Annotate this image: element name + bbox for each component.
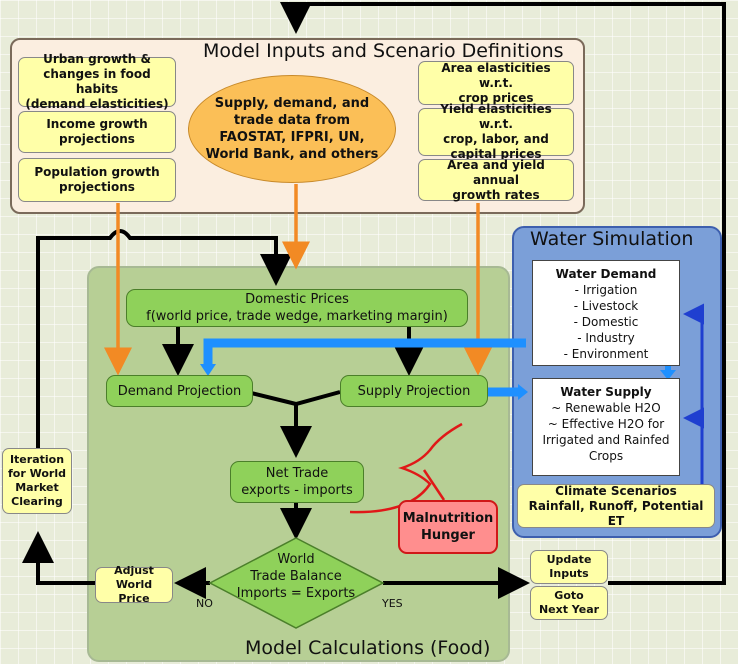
- yield-elasticities-line-1: Yield elasticities w.r.t.: [440, 102, 552, 131]
- urban-growth-line-1: Urban growth &: [43, 52, 151, 66]
- iteration-box: Iteration for World Market Clearing: [2, 448, 72, 514]
- demand-projection-label: Demand Projection: [117, 383, 242, 399]
- supply-projection-box: Supply Projection: [340, 375, 488, 407]
- malnutrition-hunger-box: Malnutrition Hunger: [398, 500, 498, 554]
- iteration-line-2: for World: [8, 467, 66, 480]
- iteration-line-3: Market: [15, 481, 59, 494]
- update-inputs-line-1: Update: [546, 553, 592, 566]
- urban-growth-line-3: (demand elasticities): [25, 97, 169, 111]
- area-yield-growth-line-1: Area and yield annual: [447, 157, 545, 187]
- goto-next-year-line-1: Goto: [554, 589, 584, 602]
- trade-balance-label: World Trade Balance Imports = Exports: [216, 551, 376, 602]
- data-source-line-1: Supply, demand, and: [214, 96, 370, 111]
- trade-balance-line-3: Imports = Exports: [236, 586, 356, 601]
- income-growth-box: Income growth projections: [18, 111, 176, 153]
- water-demand-feedback-arrow: [203, 338, 526, 366]
- domestic-prices-formula: f(world price, trade wedge, marketing ma…: [146, 309, 448, 324]
- population-growth-box: Population growth projections: [18, 158, 176, 202]
- yield-elasticities-box: Yield elasticities w.r.t. crop, labor, a…: [418, 102, 574, 161]
- income-growth-line-2: projections: [59, 132, 135, 146]
- next-year-loop-line: [280, 2, 726, 585]
- iteration-line-1: Iteration: [9, 453, 65, 466]
- water-simulation-title: Water Simulation: [530, 228, 694, 250]
- climate-scenarios-title: Climate Scenarios: [555, 483, 677, 498]
- adjust-world-price-box: Adjust World Price: [95, 564, 173, 605]
- water-supply-item: ~ Renewable H2O: [551, 401, 661, 415]
- water-supply-panel: Water Supply ~ Renewable H2O ~ Effective…: [532, 378, 680, 476]
- water-demand-panel: Water Demand - Irrigation - Livestock - …: [532, 260, 680, 366]
- projections-merge-line: [246, 390, 341, 407]
- net-trade-title: Net Trade: [265, 466, 329, 481]
- water-demand-item: - Irrigation: [574, 283, 638, 297]
- update-inputs-line-2: Inputs: [549, 567, 589, 580]
- goto-next-year-line-2: Next Year: [538, 603, 600, 616]
- iteration-loop-upper-line: [36, 229, 292, 448]
- water-demand-item: - Environment: [563, 347, 649, 361]
- hunger-line: Hunger: [421, 528, 475, 543]
- yes-label: YES: [382, 597, 403, 610]
- water-demand-item: - Livestock: [573, 299, 639, 313]
- model-calculations-title: Model Calculations (Food): [245, 637, 491, 659]
- area-elasticities-box: Area elasticities w.r.t. crop prices: [418, 61, 574, 105]
- urban-growth-line-2: changes in food habits: [43, 67, 151, 96]
- data-source-line-4: World Bank, and others: [205, 147, 379, 162]
- water-supply-item: Crops: [588, 449, 624, 463]
- climate-scenarios-box: Climate Scenarios Rainfall, Runoff, Pote…: [517, 484, 715, 528]
- water-demand-item: - Domestic: [573, 315, 639, 329]
- population-growth-line-1: Population growth: [34, 165, 160, 179]
- yield-elasticities-line-2: crop, labor, and: [443, 132, 549, 146]
- demand-projection-box: Demand Projection: [106, 375, 253, 407]
- model-inputs-title: Model Inputs and Scenario Definitions: [203, 40, 564, 62]
- area-yield-growth-box: Area and yield annual growth rates: [418, 157, 574, 202]
- water-demand-item: - Industry: [577, 331, 635, 345]
- no-label: NO: [196, 597, 213, 610]
- update-inputs-box: Update Inputs: [530, 550, 608, 584]
- climate-scenarios-list: Rainfall, Runoff, Potential ET: [528, 498, 704, 528]
- net-trade-box: Net Trade exports - imports: [230, 461, 364, 503]
- supply-projection-label: Supply Projection: [357, 383, 471, 399]
- domestic-prices-box: Domestic Prices f(world price, trade wed…: [126, 289, 468, 327]
- water-supply-item: ~ Effective H2O for: [547, 417, 665, 431]
- net-trade-formula: exports - imports: [241, 483, 353, 498]
- adjust-price-line-2: World Price: [115, 578, 153, 605]
- trade-balance-line-2: Trade Balance: [250, 569, 342, 584]
- area-yield-growth-line-2: growth rates: [452, 187, 540, 202]
- area-elasticities-line-2: crop prices: [458, 90, 534, 105]
- climate-feedback-line: [683, 303, 704, 484]
- domestic-prices-title: Domestic Prices: [245, 292, 349, 307]
- data-source-ellipse: Supply, demand, and trade data from FAOS…: [188, 75, 396, 183]
- yield-elasticities-line-3: capital prices: [450, 147, 542, 161]
- goto-next-year-box: Goto Next Year: [530, 586, 608, 620]
- data-source-line-3: FAOSTAT, IFPRI, UN,: [219, 130, 365, 145]
- adjust-price-line-1: Adjust: [114, 564, 154, 577]
- trade-balance-line-1: World: [277, 552, 315, 567]
- water-demand-title: Water Demand: [555, 267, 657, 281]
- iteration-line-4: Clearing: [11, 495, 63, 508]
- urban-growth-box: Urban growth & changes in food habits (d…: [18, 52, 176, 111]
- malnutrition-brace: [349, 422, 463, 514]
- population-growth-line-2: projections: [59, 180, 135, 194]
- malnutrition-line: Malnutrition: [402, 511, 494, 526]
- trade-balance-diamond: [208, 537, 385, 629]
- area-elasticities-line-1: Area elasticities w.r.t.: [441, 60, 551, 90]
- water-supply-item: Irrigated and Rainfed: [542, 433, 670, 447]
- income-growth-line-1: Income growth: [46, 117, 148, 131]
- water-supply-title: Water Supply: [560, 385, 652, 399]
- data-source-line-2: trade data from: [233, 113, 351, 128]
- iteration-loop-line: [22, 531, 95, 585]
